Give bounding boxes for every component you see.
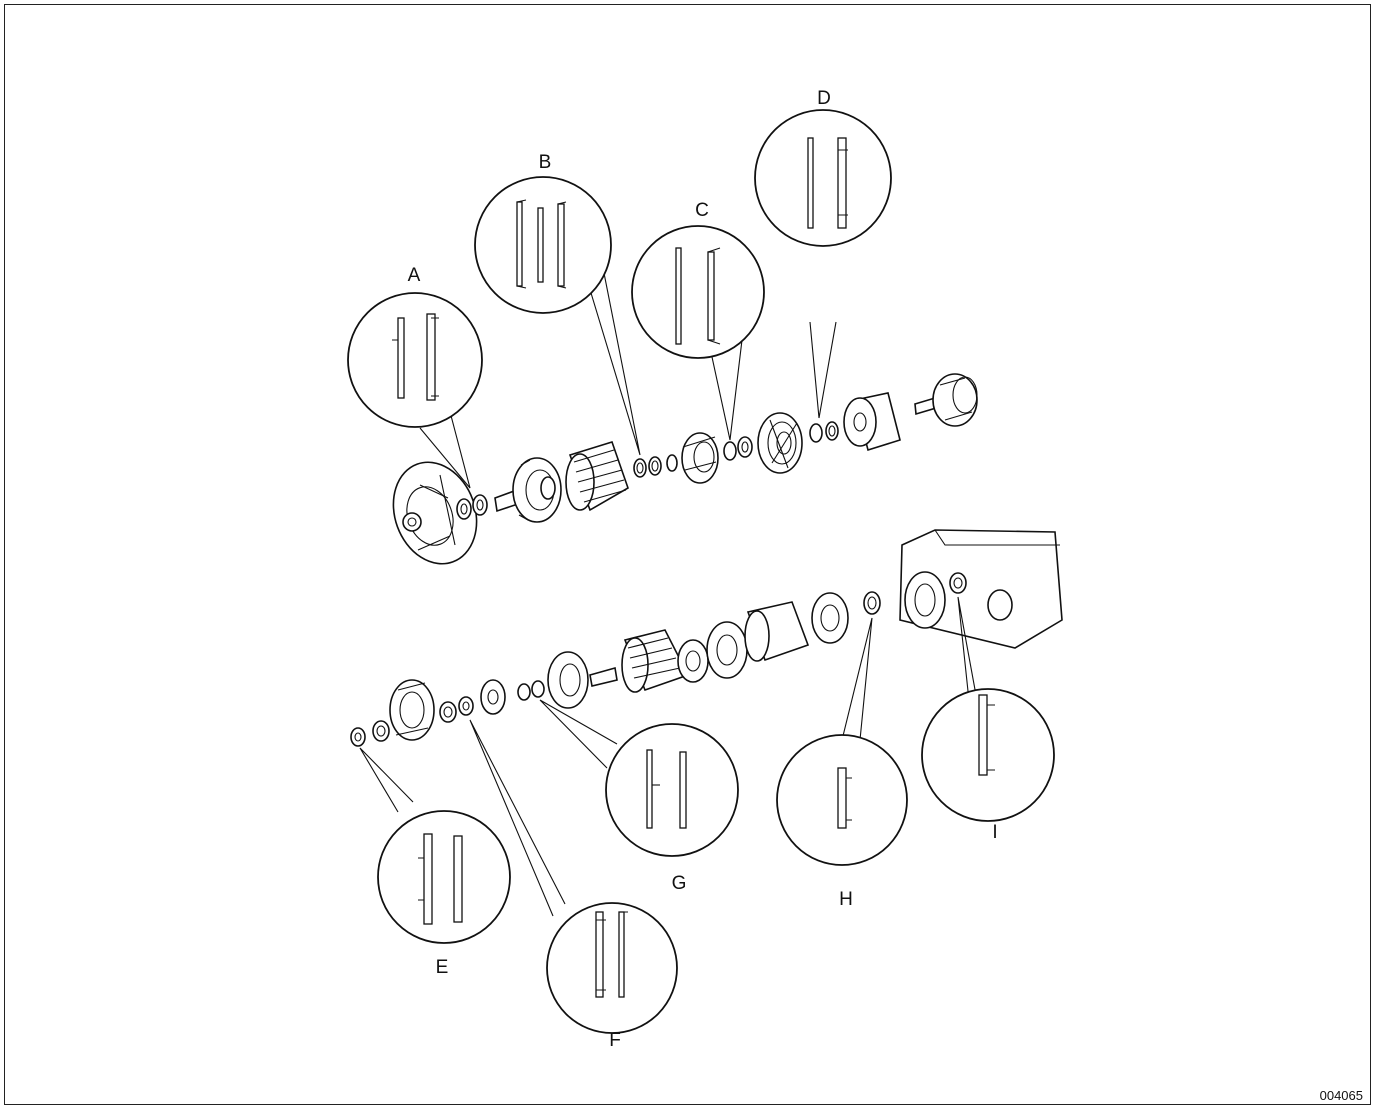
label-f: F <box>609 1030 621 1051</box>
figure-number: 004065 <box>1320 1088 1363 1103</box>
callout-f <box>546 902 678 1034</box>
washer-h <box>863 591 881 615</box>
label-h: H <box>839 889 853 910</box>
output-gear <box>811 592 849 644</box>
transmission-case <box>899 529 1063 649</box>
low-roller-clutch <box>744 601 810 662</box>
diagram-border <box>4 4 1371 1105</box>
label-e: E <box>436 957 449 978</box>
sun-gear-shell <box>843 392 901 452</box>
rear-planet-carrier <box>389 679 435 741</box>
label-g: G <box>672 873 687 894</box>
ring-gear <box>757 412 803 474</box>
washer-d2 <box>825 421 839 441</box>
front-pump-cover <box>392 461 478 565</box>
washer-b2 <box>648 456 662 476</box>
planetary-carrier <box>681 432 719 484</box>
callout-g <box>605 723 739 857</box>
washer-e1 <box>350 727 366 747</box>
clutch-drum-1 <box>512 457 562 523</box>
label-b: B <box>539 152 552 173</box>
upper-assembly <box>392 373 978 565</box>
label-a: A <box>408 265 421 286</box>
callout-labels: A B C D E F G H I <box>408 88 998 1051</box>
sun-gear <box>480 679 506 715</box>
label-i: I <box>992 822 997 843</box>
callout-d <box>754 109 892 247</box>
clutch-pack-housing <box>621 629 690 693</box>
washer-a2 <box>472 494 488 516</box>
washer-g2 <box>531 680 545 698</box>
callout-e <box>377 810 511 944</box>
callout-a <box>347 292 483 428</box>
clutch-housing-b <box>565 441 629 512</box>
washer-c1 <box>723 441 737 461</box>
washer-e2 <box>372 720 390 742</box>
callout-b <box>474 176 612 314</box>
washer-c2 <box>737 436 753 458</box>
lower-assembly <box>350 529 1063 747</box>
reaction-carrier <box>677 621 748 683</box>
washer-g1 <box>517 683 531 701</box>
output-shaft-gear <box>914 373 978 427</box>
washer-d1 <box>809 423 823 443</box>
washer-f1 <box>439 701 457 723</box>
washer-b1 <box>633 458 647 478</box>
label-c: C <box>695 200 709 221</box>
washer-i <box>949 572 967 594</box>
callout-i <box>921 688 1055 822</box>
washer-a1 <box>456 498 472 520</box>
callout-c <box>631 225 765 359</box>
rear-drum <box>547 651 618 709</box>
leader-lines <box>359 267 979 917</box>
label-d: D <box>817 88 831 109</box>
washer-f2 <box>458 696 474 716</box>
callout-h <box>776 734 908 866</box>
